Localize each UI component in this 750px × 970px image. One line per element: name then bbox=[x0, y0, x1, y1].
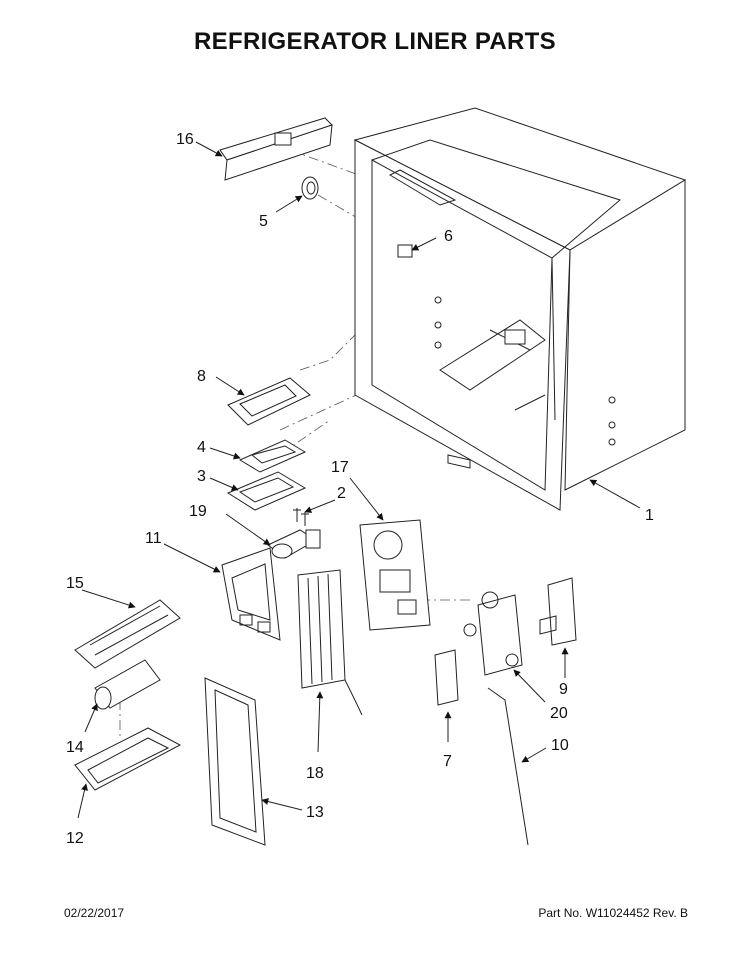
part-15-filter-cap bbox=[74, 599, 181, 669]
callout-9: 9 bbox=[559, 681, 568, 698]
part-5-knob bbox=[301, 176, 319, 200]
callout-10: 10 bbox=[551, 737, 569, 754]
part-19-valve bbox=[267, 529, 321, 559]
callout-labels: 16 5 6 8 4 3 2 19 17 1 11 15 14 12 13 18… bbox=[66, 131, 654, 847]
callout-3: 3 bbox=[197, 468, 206, 485]
part-11-housing bbox=[221, 547, 281, 641]
callout-8: 8 bbox=[197, 368, 206, 385]
part-2-screws bbox=[293, 508, 309, 526]
callout-6: 6 bbox=[444, 228, 453, 245]
callout-20: 20 bbox=[550, 705, 568, 722]
part-16-bracket bbox=[219, 117, 333, 181]
callout-7: 7 bbox=[443, 753, 452, 770]
callout-15: 15 bbox=[66, 575, 84, 592]
part-number: Part No. W11024452 Rev. B bbox=[538, 906, 688, 920]
part-14-filter bbox=[94, 659, 161, 710]
part-liner bbox=[353, 107, 687, 511]
callout-2: 2 bbox=[337, 485, 346, 502]
part-10-tube bbox=[487, 687, 529, 846]
part-20-valve bbox=[463, 591, 523, 676]
diagram-title: REFRIGERATOR LINER PARTS bbox=[194, 28, 556, 55]
part-7-bracket bbox=[434, 649, 459, 706]
leader-arrows bbox=[77, 141, 641, 819]
callout-17: 17 bbox=[331, 459, 349, 476]
callout-1: 1 bbox=[645, 507, 654, 524]
part-8-cover bbox=[227, 377, 311, 426]
part-3-housing bbox=[226, 471, 307, 511]
diagram-date: 02/22/2017 bbox=[64, 906, 125, 920]
callout-19: 19 bbox=[189, 503, 207, 520]
callout-16: 16 bbox=[176, 131, 194, 148]
part-18-tubing bbox=[297, 569, 363, 716]
callout-13: 13 bbox=[306, 804, 324, 821]
callout-5: 5 bbox=[259, 213, 268, 230]
part-9-clip bbox=[539, 577, 577, 646]
callout-18: 18 bbox=[306, 765, 324, 782]
part-12-filter-base bbox=[74, 727, 182, 791]
part-13-panel bbox=[204, 677, 266, 846]
callout-11: 11 bbox=[145, 530, 162, 547]
callout-12: 12 bbox=[66, 830, 84, 847]
part-4-led bbox=[238, 439, 307, 473]
part-17-module bbox=[359, 519, 431, 631]
callout-14: 14 bbox=[66, 739, 84, 756]
callout-4: 4 bbox=[197, 439, 206, 456]
